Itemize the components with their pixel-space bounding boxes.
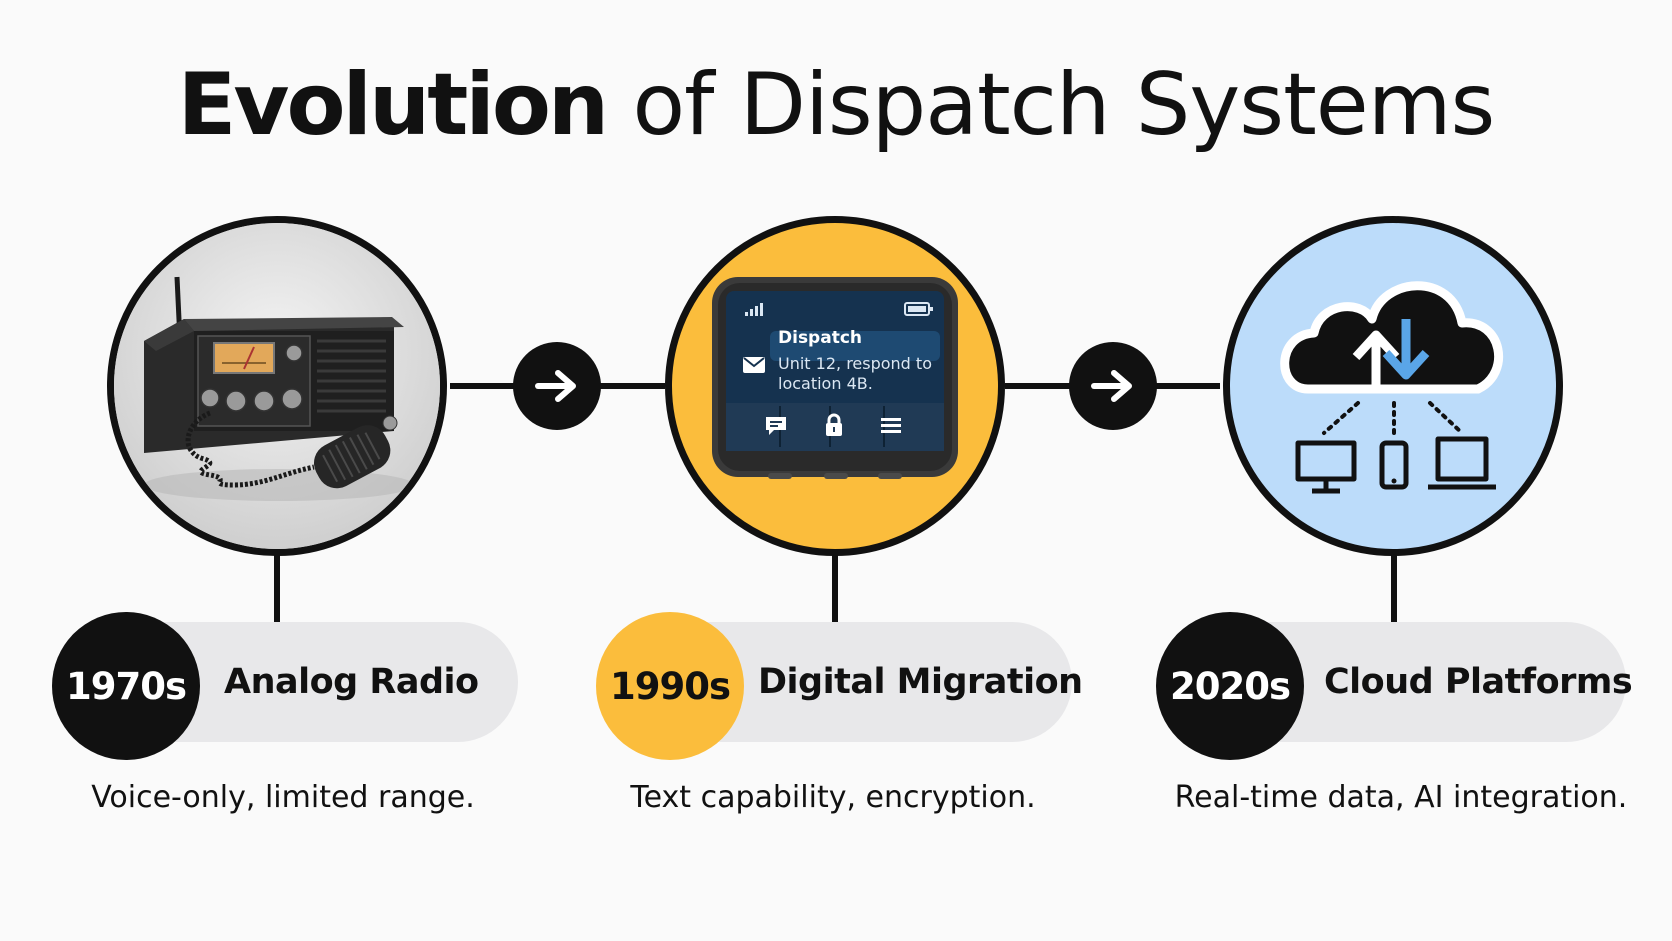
timeline-arrow-2 <box>1069 342 1157 430</box>
stage-2-circle: Dispatch Unit 12, respond to location 4B… <box>665 216 1005 556</box>
signal-icon <box>745 303 763 316</box>
stage-1-stem <box>274 555 280 625</box>
arrow-right-icon <box>535 370 576 402</box>
arrow-right-icon <box>1091 370 1132 402</box>
terminal-message-line-1: Unit 12, respond to <box>778 354 932 373</box>
menu-icon <box>881 418 901 433</box>
terminal-message-line-2: location 4B. <box>778 374 873 393</box>
stage-2-description: Text capability, encryption. <box>630 780 1036 815</box>
page-title: Evolution of Dispatch Systems <box>0 62 1672 148</box>
stage-3-year: 2020s <box>1156 612 1304 760</box>
title-rest: of Dispatch Systems <box>632 55 1496 155</box>
terminal-header: Dispatch <box>778 328 863 348</box>
lock-icon <box>826 413 842 436</box>
battery-icon <box>904 302 933 316</box>
stage-3-label: Cloud Platforms <box>1324 662 1633 702</box>
analog-radio-icon <box>114 223 440 549</box>
stage-3-stem <box>1391 555 1397 625</box>
stage-2-stem <box>832 555 838 625</box>
stage-1-year: 1970s <box>52 612 200 760</box>
stage-3-description: Real-time data, AI integration. <box>1174 780 1628 815</box>
stage-1-description: Voice-only, limited range. <box>91 780 475 815</box>
stage-1-circle <box>107 216 447 556</box>
title-bold: Evolution <box>177 55 609 155</box>
timeline-arrow-1 <box>513 342 601 430</box>
cloud-sync-icon <box>1280 281 1504 494</box>
stage-1-label: Analog Radio <box>224 662 479 702</box>
stage-3-circle <box>1223 216 1563 556</box>
stage-2-label: Digital Migration <box>758 662 1083 702</box>
stage-2-year: 1990s <box>596 612 744 760</box>
chat-icon <box>766 417 786 435</box>
envelope-icon <box>743 357 765 373</box>
